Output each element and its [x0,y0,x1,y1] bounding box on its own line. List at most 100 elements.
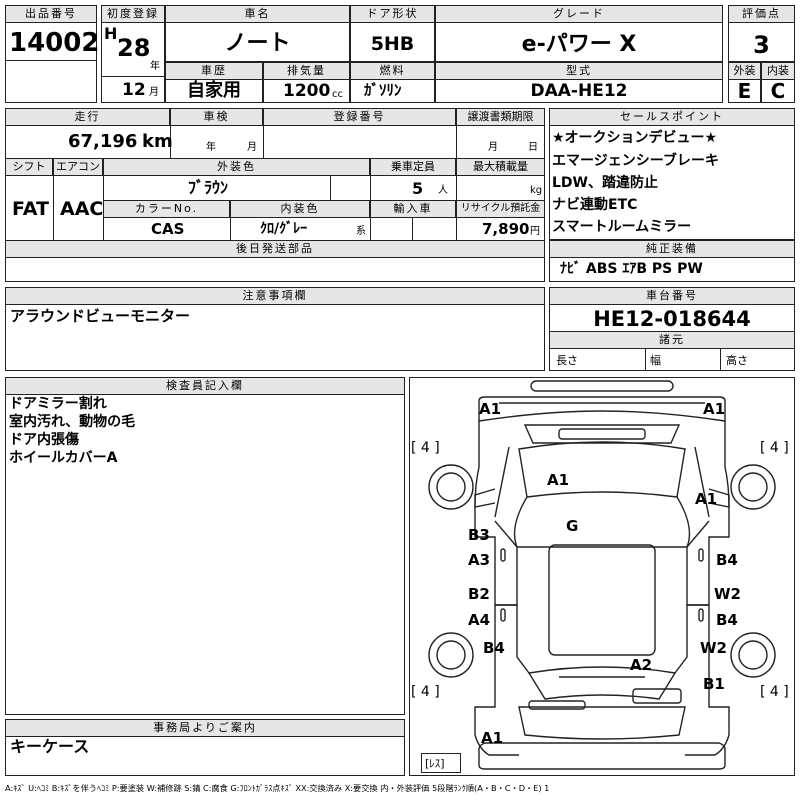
rear-bumper [478,742,726,770]
history-label: 車歴 [165,62,263,80]
damage-left-front-door-2: A3 [468,551,491,569]
office-text: キーケース [10,737,90,756]
lot-no: 14002 [9,28,100,58]
mirror-left [474,488,496,508]
displacement-unit: cc [332,89,343,100]
spare-label: [ﾚｽ] [425,757,445,770]
body-left-outline [474,421,519,756]
hood-line-r [694,446,710,518]
door-lf [494,520,518,606]
cabin [513,496,691,548]
fuel: ｶﾞｿﾘﾝ [364,81,402,99]
inspector-line: ドア内張傷 [9,432,79,448]
damage-rear-bumper-l: A1 [481,729,504,747]
transfer-day-unit: 日 [528,142,538,153]
damage-front-fender-r: A1 [695,490,718,508]
int-color: ｸﾛ/ｸﾞﾚｰ [260,221,308,237]
damage-rear-glass: A2 [630,656,653,674]
notes-text: アラウンドビューモニター [10,307,191,325]
sales-points-label: セールスポイント [549,108,795,126]
door-rr [674,604,709,674]
history: 自家用 [187,80,241,101]
score: 3 [753,31,770,59]
lot-no-label: 出品番号 [5,5,97,23]
sales-point-item: ナビ連動ETC [552,197,638,213]
rear-glass [527,666,677,700]
equipment-value: ﾅﾋﾞ ABS ｴｱB PS PW [560,261,703,277]
fuel-label: 燃料 [350,62,435,80]
door-lr [495,604,530,674]
exterior-label: 外装 [728,62,761,80]
spare-box [421,753,461,773]
legend: A:ｷｽﾞ U:ﾍｺﾐ B:ｷｽﾞを伴うﾍｺﾐ P:要塗装 W:補修跡 S:錆 … [5,783,550,793]
grade: e-パワー X [521,32,637,57]
damage-front-bumper-l: A1 [479,400,502,418]
shift: FAT [12,198,49,220]
capacity: 5 [412,179,424,198]
color-no: CAS [151,220,185,238]
model: DAA-HE12 [530,81,628,101]
reg-month: 12 [122,80,146,100]
recycle-unit: 円 [530,226,540,237]
wheel-fr [730,464,776,510]
car-name-label: 車名 [165,5,350,23]
damage-hood: A1 [547,471,570,489]
damage-front-bumper-r: A1 [703,400,726,418]
front-bumper-outline [478,396,726,422]
grade-label: グレード [435,5,723,23]
recycle-label: リサイクル預託金 [456,200,545,218]
front-bumper-bar [530,380,674,392]
era: H [104,24,118,43]
damage-left-rear-fender: B4 [483,639,505,657]
inspector-label: 検査員記入欄 [5,377,405,395]
interior: C [770,79,786,103]
body-right-outline [685,421,730,756]
ext-color: ﾌﾞﾗｳﾝ [188,178,229,197]
chassis-label: 車台番号 [549,287,795,305]
wheel-rl [428,632,474,678]
reg-year: 28 [117,34,151,62]
tire-fr: [ 4 ] [760,440,789,456]
inspection-label: 車検 [170,108,263,126]
reg-year-unit: 年 [150,61,160,72]
office-label: 事務局よりご案内 [5,719,405,737]
damage-left-rear-door-1: B2 [468,585,490,603]
reg-no-label: 登録番号 [263,108,456,126]
damage-right-rear-door-2: B4 [716,611,738,629]
grille [523,424,681,444]
mileage-unit: km [142,131,173,152]
ac: AAC [60,198,104,220]
spec-height: 高さ [726,354,748,367]
hood-line [494,446,510,518]
damage-roof: G [566,517,579,535]
tailgate [518,706,686,740]
insp-month-unit: 月 [247,142,257,153]
sales-point-item: ★オークションデビュー★ [552,130,718,146]
ac-label: エアコン [53,158,103,176]
sales-point-item: LDW、踏違防止 [552,175,658,191]
max-load-label: 最大積載量 [456,158,545,176]
insp-year-unit: 年 [206,142,216,153]
damage-right-rear-fender: W2 [700,639,727,657]
int-color-unit: 系 [356,226,366,237]
capacity-label: 乗車定員 [370,158,456,176]
spec-length: 長さ [556,354,578,367]
inspector-list: ドアミラー割れ 室内汚れ、動物の毛 ドア内張傷 ホイールカバーA [9,395,135,467]
first-reg-label: 初度登録 [101,5,165,23]
sales-points-list: ★オークションデビュー★ エマージェンシーブレーキ LDW、踏違防止 ナビ連動E… [552,128,719,237]
displacement: 1200 [283,81,331,101]
damage-left-rear-door-2: A4 [468,611,491,629]
door-label: ドア形状 [350,5,435,23]
equipment-label: 純正装備 [549,240,795,258]
mirror-right [708,488,730,508]
score-label: 評価点 [728,5,795,23]
specs-label: 諸元 [549,331,795,349]
interior-label: 内装 [761,62,795,80]
mileage: 67,196 [68,131,138,152]
spec-width: 幅 [650,354,661,367]
shift-label: シフト [5,158,53,176]
model-label: 型式 [435,62,723,80]
damage-left-front-door-1: B3 [468,526,490,544]
damage-right-front-door: B4 [716,551,738,569]
max-load-unit: kg [530,185,543,196]
